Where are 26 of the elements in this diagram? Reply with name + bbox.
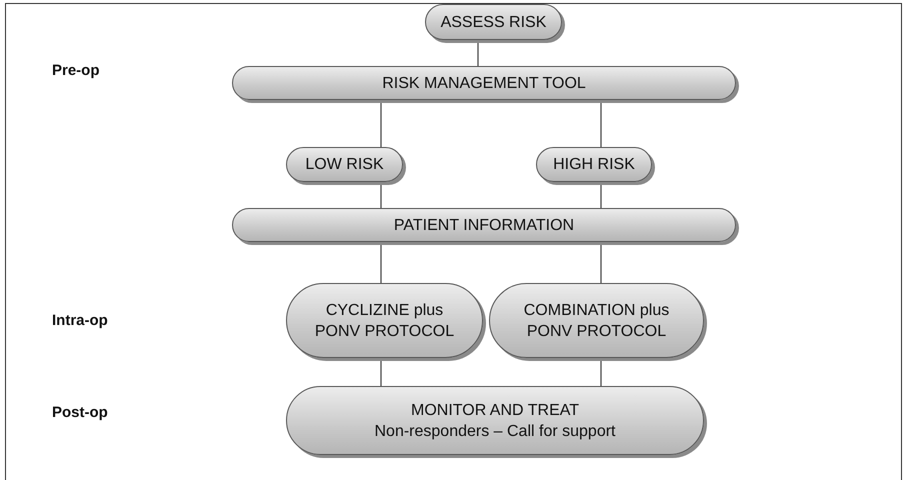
connector-line [380, 242, 382, 283]
phase-label: Post-op [52, 404, 108, 421]
rounded-process-box [536, 147, 652, 182]
node-label: ASSESS RISK [440, 12, 546, 32]
rounded-process-box [286, 147, 403, 182]
node-label: CYCLIZINE plus PONV PROTOCOL [314, 300, 456, 342]
node-label: LOW RISK [305, 155, 384, 175]
phase-label: Intra-op [52, 312, 108, 329]
rounded-process-box [286, 283, 483, 358]
node-label: COMBINATION plus PONV PROTOCOL [522, 300, 670, 342]
rounded-process-box [232, 66, 736, 100]
rounded-process-box [286, 386, 704, 455]
rounded-process-box [232, 208, 736, 242]
connector-line [600, 358, 602, 386]
node-label: PATIENT INFORMATION [394, 216, 574, 236]
connector-line [380, 358, 382, 386]
connector-line [600, 100, 602, 147]
rounded-process-box [489, 283, 704, 358]
connector-line [380, 100, 382, 147]
node-label: HIGH RISK [553, 155, 635, 175]
node-label: Non-responders – Call for support [374, 422, 616, 442]
phase-label: Pre-op [52, 62, 100, 79]
connector-line [600, 242, 602, 283]
node-label: MONITOR AND TREAT [410, 400, 579, 420]
rounded-process-box [425, 4, 562, 40]
node-label: RISK MANAGEMENT TOOL [382, 74, 586, 94]
